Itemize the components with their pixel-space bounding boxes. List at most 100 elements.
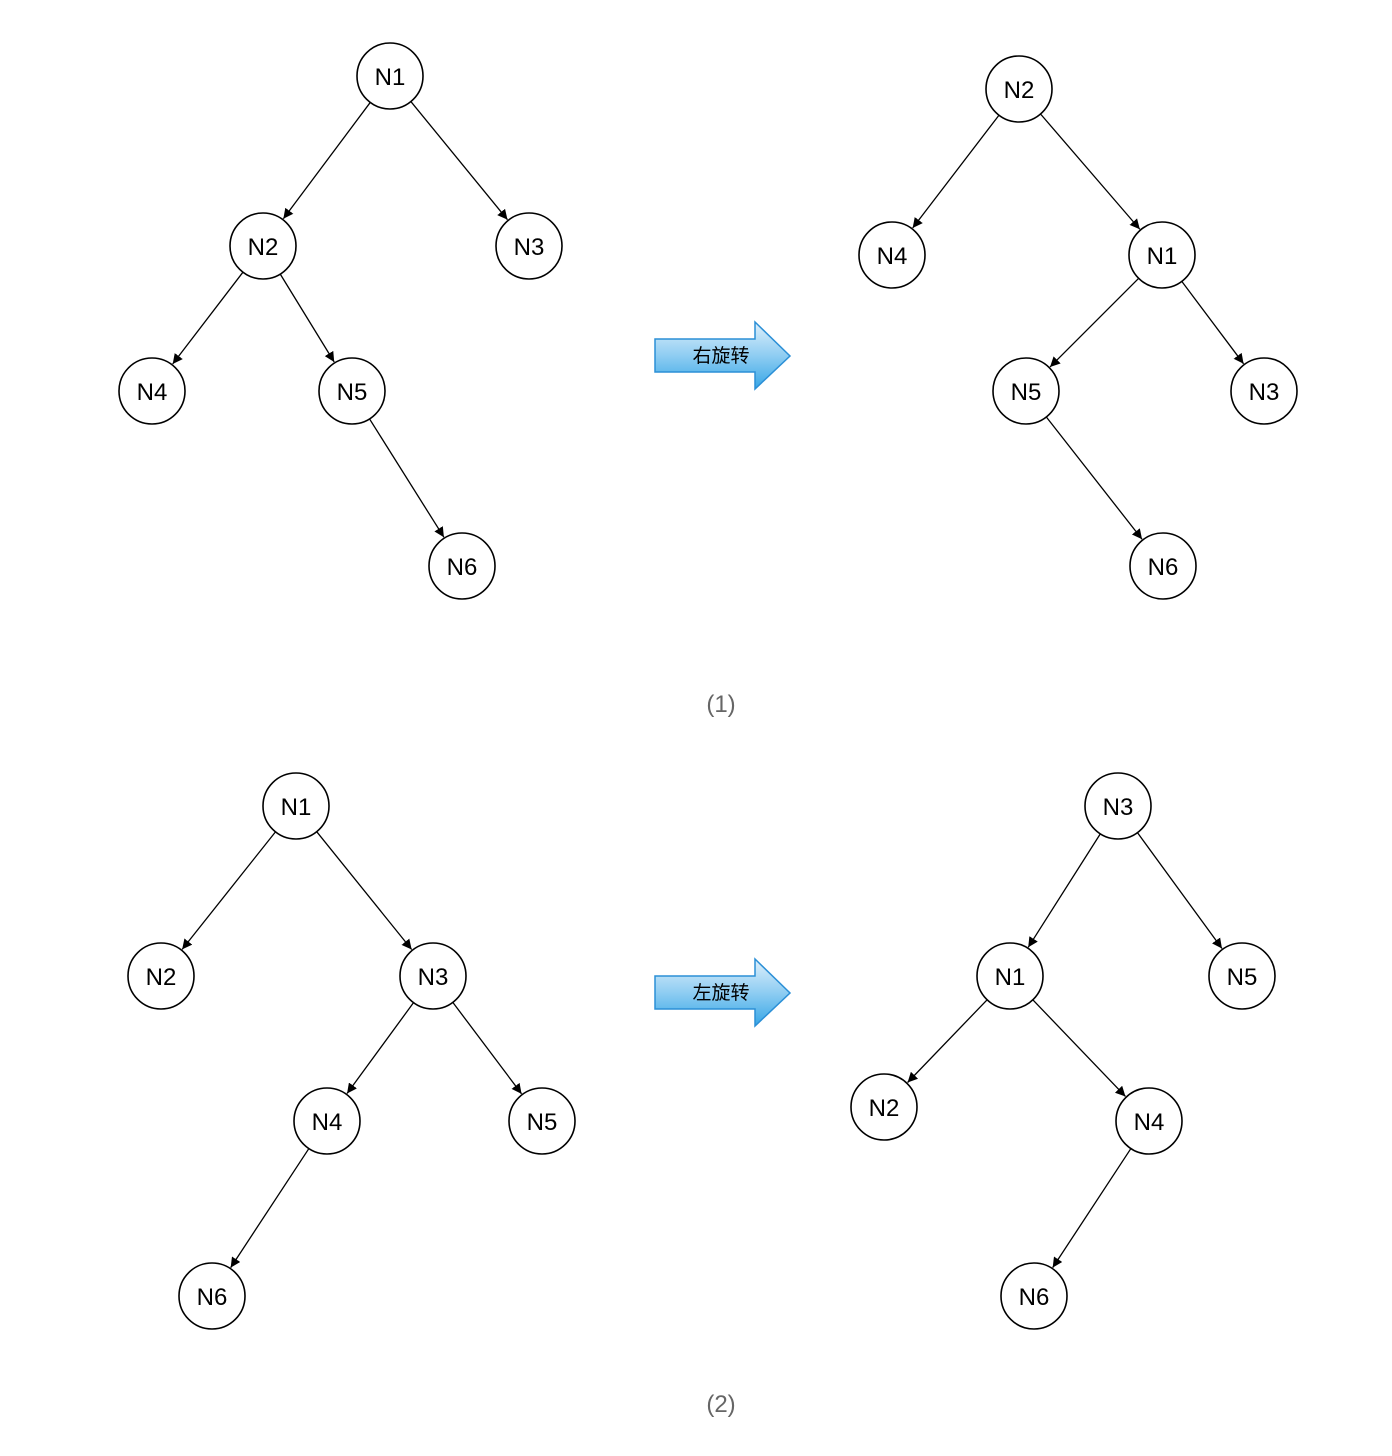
panel-2-after-node-label: N5 <box>1227 964 1258 991</box>
panel-2-before-edge-n1-n2 <box>181 831 276 950</box>
panel-2-before-node-label: N2 <box>146 964 177 991</box>
panel-2-before-node-n1: N1 <box>262 772 330 840</box>
panel-2-after-node-circle <box>1084 772 1152 840</box>
panel-1-after-edge-n2-n1 <box>1040 113 1141 230</box>
panel-1-before-edge-n5-n6 <box>369 418 445 538</box>
panel-1-after-node-n3: N3 <box>1230 357 1298 425</box>
panel-1-after-node-label: N5 <box>1011 379 1042 406</box>
panel-2-before-node-label: N1 <box>281 794 312 821</box>
panel-1-after-node-label: N4 <box>877 243 908 270</box>
panel-1-before-node-label: N3 <box>514 234 545 261</box>
panel-2-before-node-label: N3 <box>418 964 449 991</box>
panel-2-after-edge-n1-n2 <box>907 999 988 1083</box>
panel-1-before-node-circle <box>229 212 297 280</box>
panel-1-before-node-label: N5 <box>337 379 368 406</box>
panel-2-after-node-n1: N1 <box>976 942 1044 1010</box>
panel-2-before-node-circle <box>399 942 467 1010</box>
panel-1-after-node-n5: N5 <box>992 357 1060 425</box>
panel-1-after-node-label: N3 <box>1249 379 1280 406</box>
panel-1-before-node-label: N2 <box>248 234 279 261</box>
panel-2-after-node-label: N6 <box>1019 1284 1050 1311</box>
panel-2-before-node-circle <box>508 1087 576 1155</box>
panel-2-after-node-n2: N2 <box>850 1073 918 1141</box>
panel-1-before-node-label: N4 <box>137 379 168 406</box>
panel-1-before-node-n3: N3 <box>495 212 563 280</box>
panel-2-before-edge-n4-n6 <box>230 1148 310 1268</box>
panel-1-before-node-n6: N6 <box>428 532 496 600</box>
left-rotation-label: 左旋转 <box>692 982 749 1004</box>
panel-2-after-edge-n3-n5 <box>1136 832 1223 949</box>
panel-1-before-node-n1: N1 <box>356 42 424 110</box>
panel-2-before-edge-n3-n5 <box>452 1001 523 1095</box>
panel-1-before-edge-n2-n4 <box>172 271 244 365</box>
panel-2-before-node-n4: N4 <box>293 1087 361 1155</box>
panel-2-after-node-label: N1 <box>995 964 1026 991</box>
panel-1-after-node-circle <box>1129 532 1197 600</box>
panel-1-before-node-circle <box>318 357 386 425</box>
panel-2-caption: (2) <box>706 1391 735 1418</box>
panel-2-after-node-label: N3 <box>1103 794 1134 821</box>
panel-1-caption: (1) <box>706 691 735 718</box>
panel-1-after-node-circle <box>985 55 1053 123</box>
panel-1-after-edge-n5-n6 <box>1045 416 1143 540</box>
panel-2-after-node-circle <box>850 1073 918 1141</box>
panel-2-after-edge-n4-n6 <box>1052 1148 1132 1268</box>
panel-1-before-edge-n1-n3 <box>410 101 508 221</box>
panel-2-after-node-n3: N3 <box>1084 772 1152 840</box>
panel-2-before-node-circle <box>127 942 195 1010</box>
panel-2-before-node-n6: N6 <box>178 1262 246 1330</box>
panel-2-after-node-n5: N5 <box>1208 942 1276 1010</box>
right-rotation-label: 右旋转 <box>692 345 749 367</box>
panel-2-after-node-circle <box>1208 942 1276 1010</box>
panel-2-after-node-n6: N6 <box>1000 1262 1068 1330</box>
panel-2-before-node-n3: N3 <box>399 942 467 1010</box>
panel-1-after-edge-n1-n3 <box>1181 281 1245 365</box>
panel-1-after-node-circle <box>1128 221 1196 289</box>
panel-2-after-node-n4: N4 <box>1115 1087 1183 1155</box>
panel-1-after-node-circle <box>992 357 1060 425</box>
panel-2-before-node-label: N5 <box>527 1109 558 1136</box>
panel-1-before-node-n4: N4 <box>118 357 186 425</box>
panel-1-before-node-n5: N5 <box>318 357 386 425</box>
panel-1-before-node-circle <box>118 357 186 425</box>
panel-1-before-node-circle <box>428 532 496 600</box>
panel-1-before-node-n2: N2 <box>229 212 297 280</box>
panel-2-before-edge-n3-n4 <box>346 1002 415 1094</box>
panel-2-after-node-circle <box>1000 1262 1068 1330</box>
panel-1-before-node-circle <box>356 42 424 110</box>
panel-2-before-node-n5: N5 <box>508 1087 576 1155</box>
panel-2-before-node-label: N4 <box>312 1109 343 1136</box>
panel-2-after-node-circle <box>1115 1087 1183 1155</box>
panel-1-after-node-n6: N6 <box>1129 532 1197 600</box>
panel-2-after-node-label: N4 <box>1134 1109 1165 1136</box>
panel-2-after-node-label: N2 <box>869 1095 900 1122</box>
panel-1-after-node-label: N2 <box>1004 77 1035 104</box>
panel-2-before-node-circle <box>262 772 330 840</box>
panel-2-before-node-n2: N2 <box>127 942 195 1010</box>
panel-2-after-node-circle <box>976 942 1044 1010</box>
panel-2-before-node-circle <box>293 1087 361 1155</box>
panel-1-after-node-n1: N1 <box>1128 221 1196 289</box>
panel-1-after-node-label: N1 <box>1147 243 1178 270</box>
right-rotation-arrow: 右旋转 <box>654 320 792 391</box>
panel-2-before-node-label: N6 <box>197 1284 228 1311</box>
panel-1-after-edge-n1-n5 <box>1049 277 1140 368</box>
panel-1-before-node-circle <box>495 212 563 280</box>
panel-1-after-edge-n2-n4 <box>912 114 1000 229</box>
panel-1-before-edge-n2-n5 <box>279 273 335 363</box>
panel-1-after-node-label: N6 <box>1148 554 1179 581</box>
panel-1-before-edge-n1-n2 <box>282 102 371 220</box>
panel-1-after-node-n4: N4 <box>858 221 926 289</box>
panel-2-after-edge-n3-n1 <box>1027 833 1101 948</box>
panel-1-after-node-circle <box>858 221 926 289</box>
panel-1-before-node-label: N6 <box>447 554 478 581</box>
left-rotation-arrow: 左旋转 <box>654 957 792 1028</box>
panel-1-before-node-label: N1 <box>375 64 406 91</box>
